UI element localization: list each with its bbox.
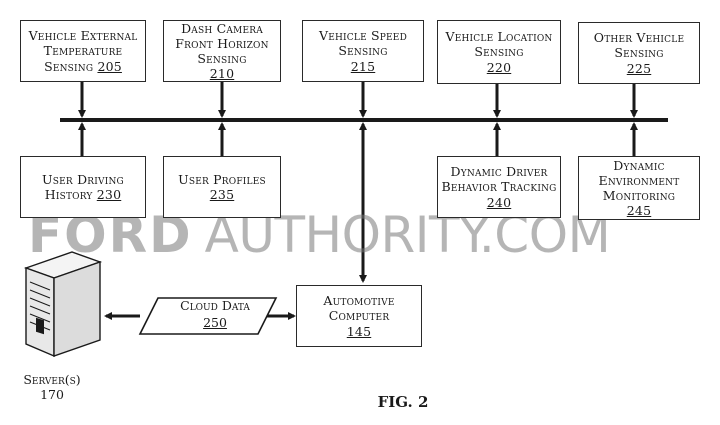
figure-caption: FIG. 2 (377, 393, 429, 411)
cloud-data-shape (138, 297, 278, 335)
box-line: User Profiles (178, 171, 266, 187)
box-user-profiles: User Profiles 235 (163, 156, 281, 218)
box-user-driving-history: User Driving History 230 (20, 156, 146, 218)
server-label: Server(s) 170 (14, 372, 90, 402)
box-line: Sensing (44, 58, 94, 74)
box-line: User Driving (42, 171, 124, 187)
box-line: Dynamic Driver (450, 164, 548, 180)
box-automotive-computer: Automotive Computer 145 (296, 285, 422, 347)
box-external-temperature-sensing: Vehicle External Temperature Sensing 205 (20, 20, 146, 82)
box-other-vehicle-sensing: Other Vehicle Sensing 225 (578, 22, 700, 84)
box-line: Vehicle External (28, 28, 138, 44)
box-line: Sensing (197, 51, 247, 66)
cloud-data-title: Cloud Data (180, 298, 250, 313)
ref-number: 220 (486, 59, 512, 75)
ref-number: 230 (96, 187, 122, 202)
box-line: Sensing (614, 45, 664, 61)
cloud-data-label: Cloud Data 250 (160, 298, 270, 332)
box-vehicle-speed-sensing: Vehicle Speed Sensing 215 (302, 20, 424, 82)
ref-number: 250 (203, 314, 227, 330)
ref-number: 235 (209, 187, 235, 202)
box-line: Automotive (323, 293, 395, 309)
box-line: Sensing (338, 43, 388, 59)
ref-number: 240 (486, 194, 512, 210)
box-line: Sensing (474, 44, 524, 60)
ref-number: 145 (346, 323, 372, 339)
box-line: Temperature (43, 43, 123, 59)
server-title: Server(s) (23, 372, 81, 387)
box-line: History (44, 187, 93, 202)
box-line: Dynamic (613, 157, 665, 173)
box-line: Behavior Tracking (441, 179, 557, 195)
ref-number: 215 (350, 58, 376, 74)
box-line: Computer (328, 308, 390, 324)
ref-number: 205 (97, 58, 122, 74)
ref-number: 245 (626, 203, 652, 219)
ref-number: 210 (209, 66, 235, 82)
ref-number: 225 (626, 60, 652, 76)
box-dynamic-environment-monitoring: Dynamic Environment Monitoring 245 (578, 156, 700, 220)
box-line: Dash Camera (181, 20, 263, 36)
server-icon (23, 251, 103, 358)
box-line: Other Vehicle (593, 30, 685, 46)
box-line: Vehicle Location (445, 29, 553, 45)
box-line: Environment (598, 172, 680, 188)
box-dash-camera-sensing: Dash Camera Front Horizon Sensing 210 (163, 20, 281, 82)
box-line: Monitoring (602, 188, 676, 203)
ref-number: 170 (40, 387, 64, 402)
box-line: Front Horizon (175, 35, 269, 51)
box-line: Vehicle Speed (319, 28, 407, 44)
box-vehicle-location-sensing: Vehicle Location Sensing 220 (437, 20, 561, 84)
box-dynamic-driver-behavior-tracking: Dynamic Driver Behavior Tracking 240 (437, 156, 561, 218)
